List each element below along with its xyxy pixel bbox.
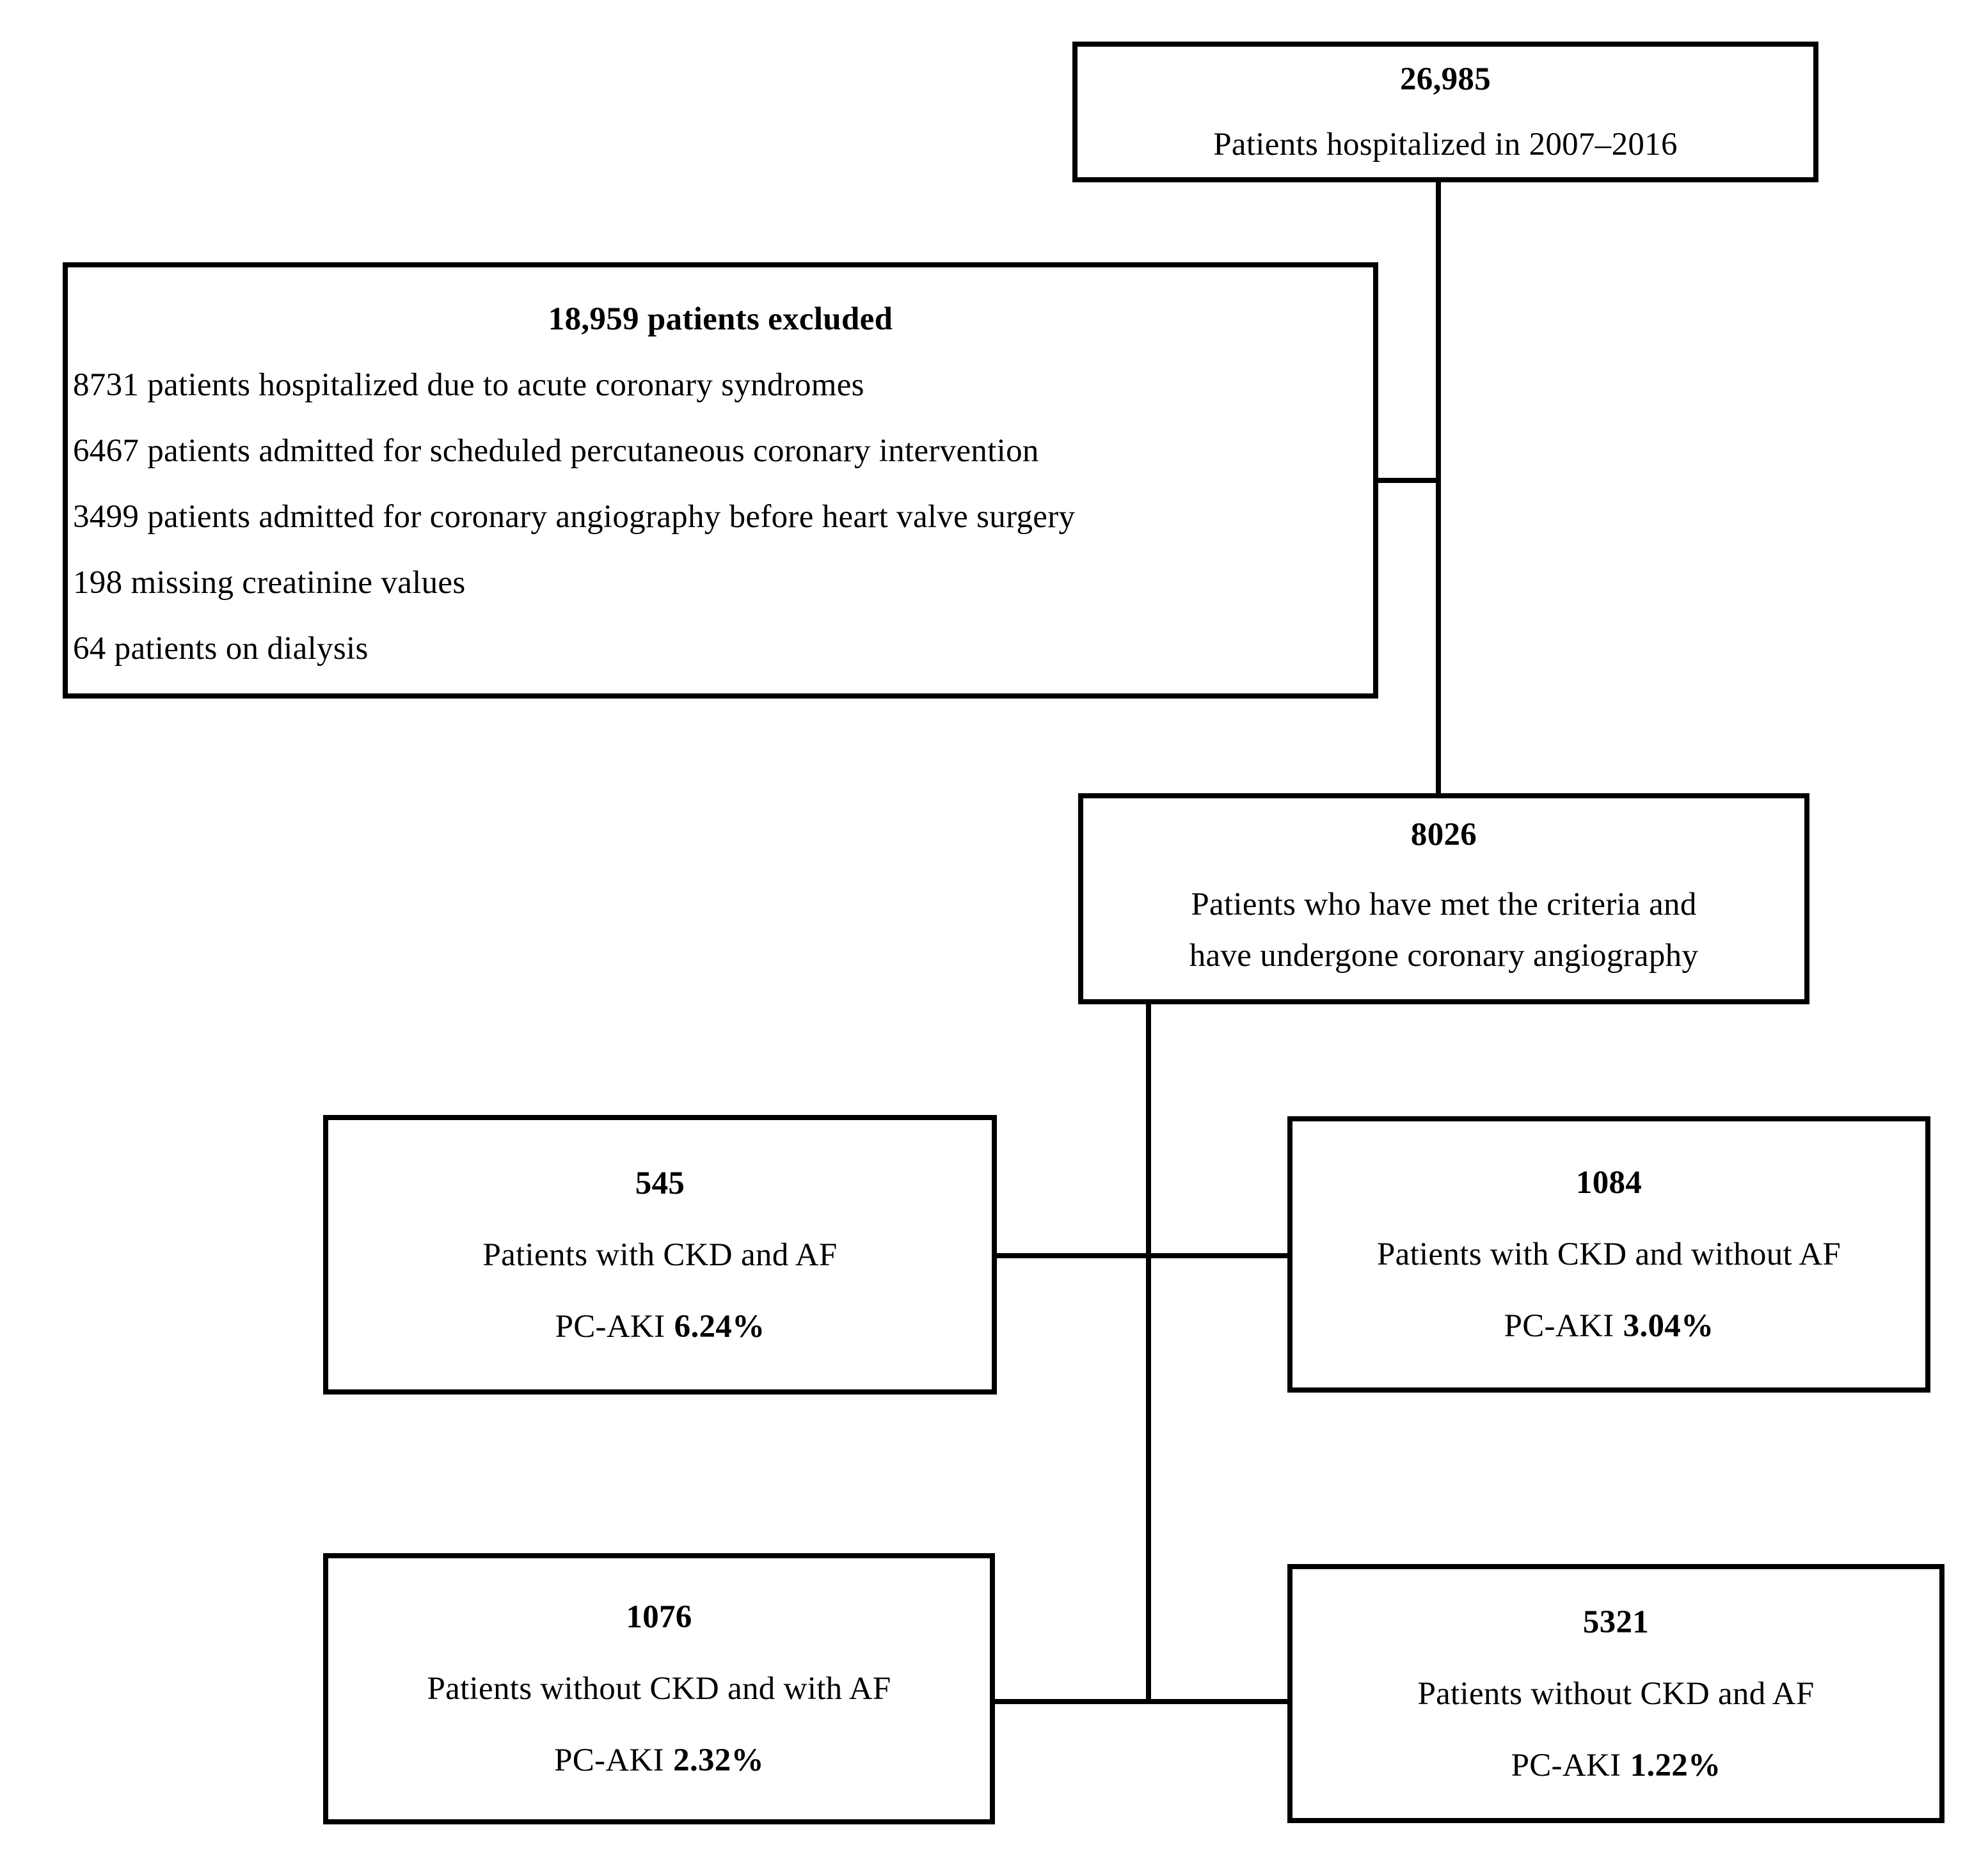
hospitalized-count: 26,985 — [1399, 61, 1491, 97]
connector-group-row2 — [994, 1699, 1290, 1704]
pcaki-prefix: PC-AKI — [1504, 1308, 1614, 1344]
pcaki-value: 2.32% — [673, 1743, 764, 1778]
hospitalized-label: Patients hospitalized in 2007–2016 — [1213, 127, 1678, 162]
excluded-item: 64 patients on dialysis — [73, 631, 369, 667]
criteria-count: 8026 — [1410, 817, 1477, 853]
excluded-item: 8731 patients hospitalized due to acute … — [73, 367, 864, 403]
connector-group-row1 — [997, 1253, 1290, 1258]
excluded-title: 18,959 patients excluded — [548, 301, 893, 337]
box-excluded-patients: 18,959 patients excluded 8731 patients h… — [63, 262, 1378, 699]
nockd-noaf-label: Patients without CKD and AF — [1417, 1675, 1815, 1712]
box-hospitalized-patients: 26,985 Patients hospitalized in 2007–201… — [1072, 42, 1818, 182]
pcaki-prefix: PC-AKI — [554, 1743, 664, 1778]
nockd-af-pcaki: PC-AKI 2.32% — [554, 1742, 764, 1779]
excluded-item: 6467 patients admitted for scheduled per… — [73, 433, 1039, 469]
pcaki-value: 3.04% — [1623, 1308, 1714, 1344]
ckd-noaf-count: 1084 — [1575, 1165, 1642, 1201]
box-ckd-without-af: 1084 Patients with CKD and without AF PC… — [1287, 1116, 1930, 1393]
connector-top-to-criteria — [1436, 181, 1441, 796]
criteria-label-line1: Patients who have met the criteria and — [1191, 887, 1697, 922]
criteria-label-line2: have undergone coronary angiography — [1189, 938, 1699, 974]
box-no-ckd-with-af: 1076 Patients without CKD and with AF PC… — [323, 1553, 995, 1824]
nockd-af-label: Patients without CKD and with AF — [427, 1671, 891, 1707]
ckd-noaf-label: Patients with CKD and without AF — [1376, 1237, 1841, 1272]
connector-excluded-branch — [1373, 478, 1441, 483]
pcaki-value: 1.22% — [1630, 1747, 1721, 1783]
pcaki-prefix: PC-AKI — [1511, 1747, 1621, 1783]
connector-criteria-to-groups — [1146, 1002, 1151, 1704]
box-met-criteria: 8026 Patients who have met the criteria … — [1078, 793, 1809, 1004]
ckd-af-count: 545 — [635, 1165, 685, 1201]
excluded-item: 3499 patients admitted for coronary angi… — [73, 499, 1076, 535]
nockd-af-count: 1076 — [626, 1599, 692, 1635]
pcaki-prefix: PC-AKI — [555, 1308, 665, 1345]
ckd-af-label: Patients with CKD and AF — [482, 1237, 838, 1273]
excluded-item: 198 missing creatinine values — [73, 565, 466, 601]
pcaki-value: 6.24% — [674, 1308, 765, 1345]
nockd-noaf-count: 5321 — [1582, 1604, 1650, 1640]
